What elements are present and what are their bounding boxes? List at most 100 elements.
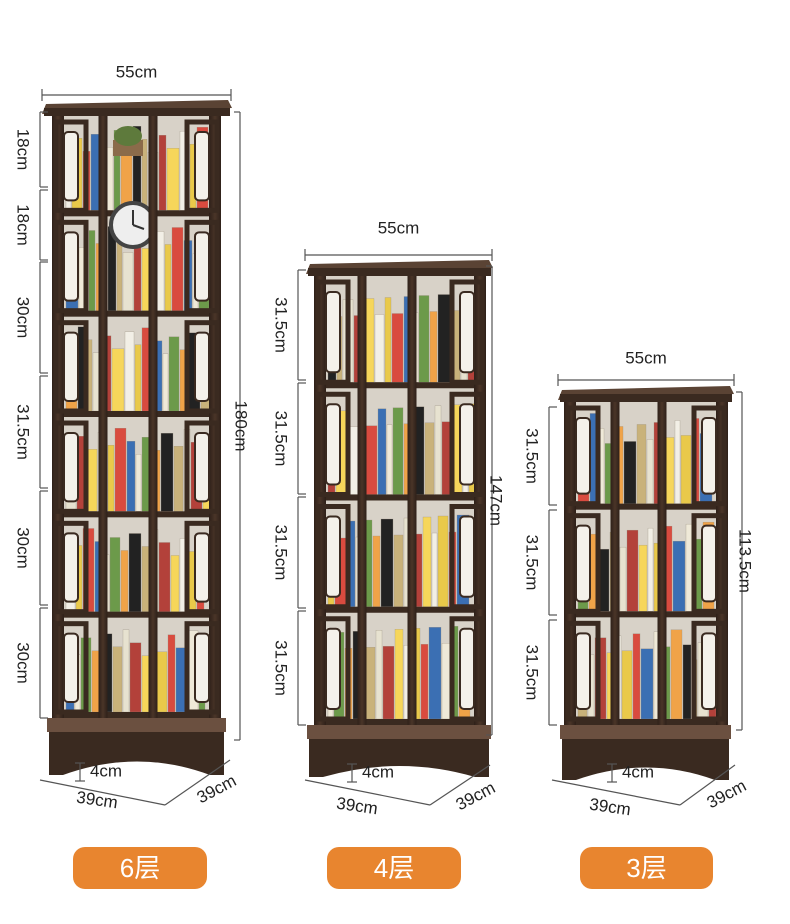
post (314, 276, 326, 725)
book (158, 542, 171, 612)
bookshelf-4层: 55cm147cm31.5cm31.5cm31.5cm31.5cm4cm39cm… (272, 218, 506, 818)
side-frame (53, 520, 89, 615)
book (636, 424, 647, 504)
book (171, 227, 184, 311)
tier-height-label: 30cm (14, 527, 33, 569)
tier-option-4[interactable]: 4层 (327, 847, 461, 889)
height-label: 180cm (232, 400, 251, 451)
book (162, 353, 169, 412)
book (365, 647, 376, 720)
book (107, 444, 115, 512)
side-frame (449, 504, 485, 610)
book (382, 646, 395, 720)
book (88, 230, 96, 311)
frame-cutout (575, 632, 591, 710)
shelf-board (58, 511, 215, 518)
height-label: 113.5cm (736, 529, 755, 593)
book (646, 439, 654, 504)
book (170, 555, 180, 612)
frame-cutout (194, 131, 210, 202)
book (394, 629, 404, 720)
shelf-board (58, 411, 215, 417)
tier-option-6[interactable]: 6层 (73, 847, 207, 889)
side-frame (184, 219, 220, 314)
side-frame (691, 405, 727, 507)
depth-side-line (429, 764, 491, 806)
tier-height-label: 31.5cm (523, 535, 542, 591)
depth-front-label: 39cm (75, 788, 119, 813)
post (357, 276, 367, 725)
plant (114, 126, 142, 146)
depth-side-label: 39cm (704, 776, 750, 812)
book (122, 629, 130, 713)
frame-cutout (63, 231, 79, 302)
post (407, 276, 417, 725)
base-plinth (562, 739, 729, 780)
frame-cutout (194, 331, 210, 402)
book (179, 538, 186, 612)
book (626, 529, 639, 612)
book (674, 420, 681, 504)
tier-height-label: 30cm (14, 642, 33, 684)
frame-cutout (325, 291, 341, 374)
post (148, 116, 158, 718)
shelf-board (570, 611, 722, 618)
frame-cutout (701, 524, 717, 603)
depth-front-line (551, 779, 681, 806)
frame-cutout (63, 632, 79, 704)
side-frame (565, 405, 601, 507)
shelf-board (320, 382, 480, 389)
book (422, 516, 432, 607)
book (135, 453, 142, 512)
base-gap-label: 4cm (622, 762, 654, 781)
frame-cutout (63, 331, 79, 402)
book (682, 644, 692, 720)
base-plinth (309, 739, 489, 777)
side-frame (315, 616, 351, 722)
frame-cutout (459, 515, 475, 598)
frame-cutout (575, 524, 591, 603)
book (670, 629, 683, 720)
side-frame (691, 513, 727, 614)
book (128, 533, 142, 612)
side-frame (53, 219, 89, 314)
tier-height-label: 31.5cm (272, 411, 291, 467)
tier-height-label: 31.5cm (523, 428, 542, 484)
book (164, 244, 172, 311)
book (647, 527, 654, 612)
depth-front-label: 39cm (588, 795, 632, 820)
shelf-board (58, 712, 215, 718)
shelf-board (570, 503, 722, 510)
post (474, 276, 486, 725)
frame-cutout (459, 291, 475, 374)
side-frame (449, 279, 485, 385)
side-frame (184, 119, 220, 213)
side-frame (315, 504, 351, 610)
depth-front-line (39, 779, 166, 806)
book (168, 336, 180, 412)
post (98, 116, 108, 718)
frame-cutout (575, 417, 591, 495)
side-frame (315, 391, 351, 497)
book (156, 651, 168, 713)
depth-front-label: 39cm (335, 794, 379, 819)
book (680, 435, 692, 504)
top-board-edge (560, 394, 732, 402)
shelf-board (570, 719, 722, 725)
frame-cutout (194, 532, 210, 603)
tier-height-label: 18cm (14, 204, 33, 246)
side-frame (315, 279, 351, 385)
book (640, 648, 654, 720)
side-frame (53, 420, 89, 514)
book (665, 437, 675, 504)
tier-option-3[interactable]: 3层 (580, 847, 713, 889)
side-frame (53, 320, 89, 414)
base-plinth (49, 732, 224, 775)
post (610, 402, 620, 725)
book (114, 427, 127, 512)
book (431, 532, 438, 607)
base-top (307, 725, 491, 739)
width-label: 55cm (378, 218, 420, 237)
frame-cutout (459, 403, 475, 486)
book (134, 344, 142, 412)
